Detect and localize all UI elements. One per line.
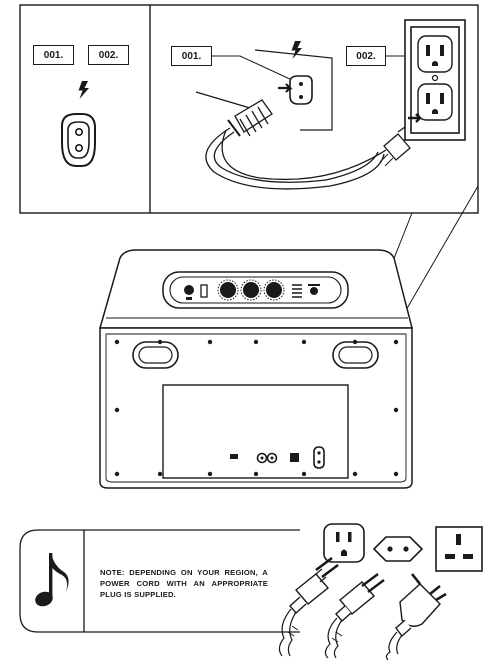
label-002-left: 002. [88,45,129,65]
label-002-right: 002. [346,46,386,66]
uk-outlet-icon [435,526,483,572]
screws [114,339,399,477]
device-back-corner [195,49,333,131]
euro-outlet-icon [372,536,424,562]
note-text: NOTE: DEPENDING ON YOUR REGION, A POWER … [100,568,268,599]
us-plug-icon [278,556,339,657]
music-note-icon [35,553,69,607]
euro-plug-icon [324,573,385,659]
control-panel [184,279,320,301]
wall-outlet [404,19,466,141]
note-divider [19,529,300,633]
rear-connectors [230,446,325,469]
us-outlet-icon [323,523,365,563]
uk-plug-icon [385,573,447,661]
label-001-right: 001. [171,46,212,66]
label-001-left: 001. [33,45,74,65]
iec-socket-icon [61,113,96,167]
device-inlet [278,75,313,105]
